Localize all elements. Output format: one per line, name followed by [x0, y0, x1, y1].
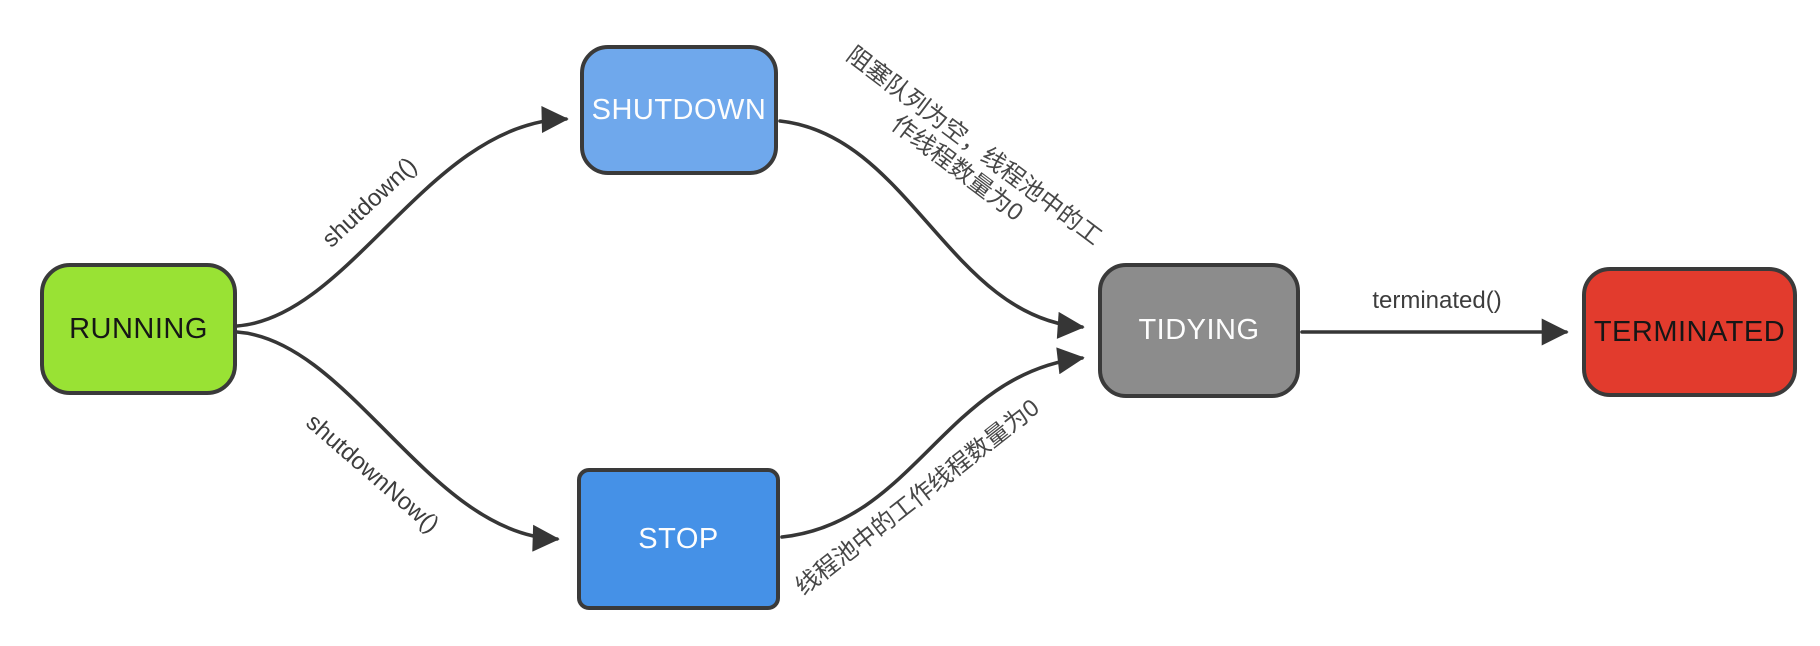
state-label-terminated: TERMINATED — [1593, 315, 1786, 348]
state-node-tidying: TIDYING — [1098, 263, 1300, 398]
state-node-stop: STOP — [577, 468, 780, 610]
state-node-running: RUNNING — [40, 263, 237, 395]
state-label-shutdown: SHUTDOWN — [591, 93, 767, 126]
state-label-running: RUNNING — [69, 312, 208, 345]
edge-label-terminated-call: terminated() — [1372, 286, 1502, 314]
state-node-terminated: TERMINATED — [1582, 267, 1797, 397]
edge-running-to-shutdown — [235, 106, 569, 328]
edge-shutdown-to-tidying — [778, 119, 1085, 339]
edge-running-to-stop — [235, 330, 560, 552]
state-label-stop: STOP — [638, 522, 719, 555]
edge-stop-to-tidying — [780, 347, 1085, 539]
state-node-shutdown: SHUTDOWN — [580, 45, 778, 175]
state-label-tidying: TIDYING — [1138, 314, 1260, 346]
